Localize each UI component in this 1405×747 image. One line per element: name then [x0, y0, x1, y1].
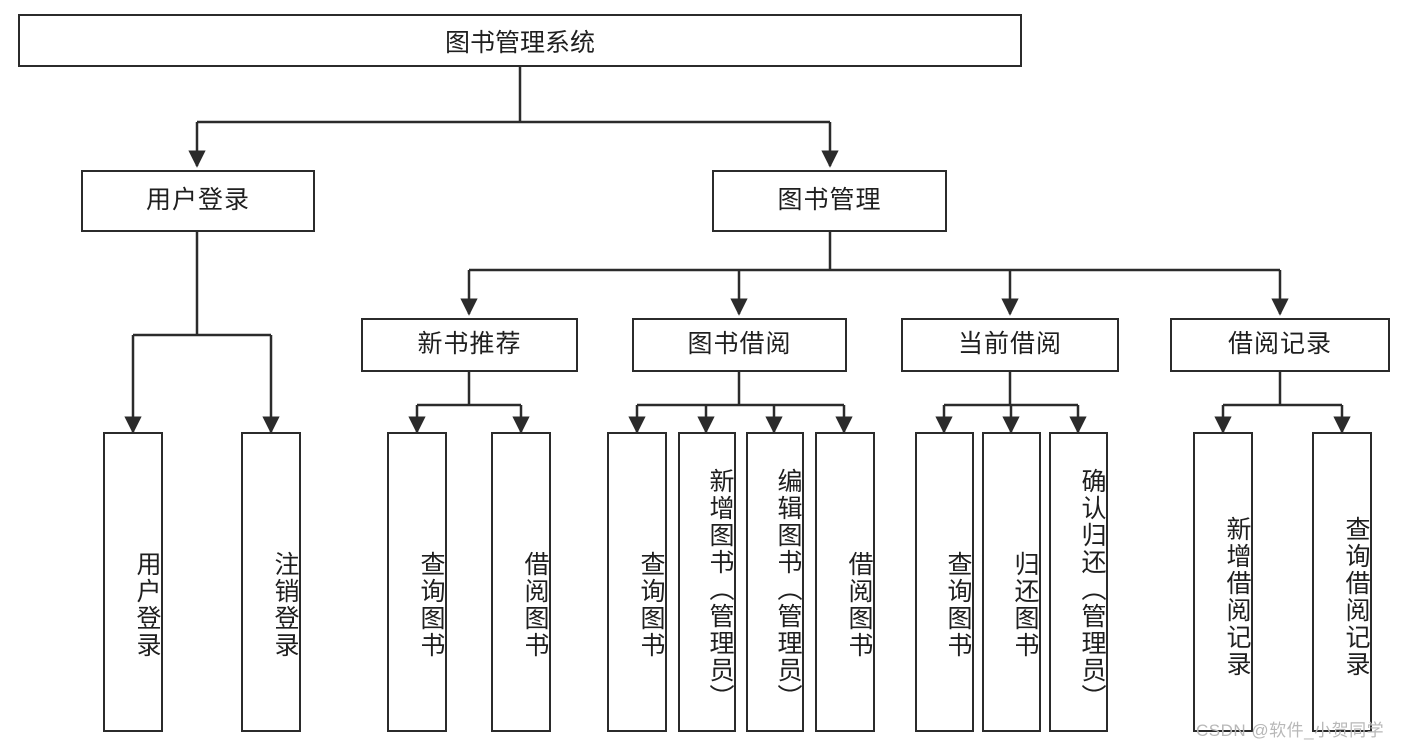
node-label: 图书借阅: [687, 330, 792, 359]
node-label: 借阅图书: [845, 551, 873, 659]
node-label: 查询借阅记录: [1342, 516, 1370, 678]
node-label: 图书管理系统: [444, 28, 595, 57]
node-new-book-recommend[interactable]: 新书推荐: [361, 318, 578, 372]
leaf-borrow-edit-book-admin[interactable]: 编辑图书（管理员）: [746, 432, 804, 732]
leaf-new-book-query-book[interactable]: 查询图书: [387, 432, 447, 732]
leaf-borrow-borrow-book[interactable]: 借阅图书: [815, 432, 875, 732]
leaf-current-query-book[interactable]: 查询图书: [915, 432, 974, 732]
watermark-text: CSDN @软件_小贺同学: [1196, 721, 1385, 740]
node-label: 新增借阅记录: [1223, 516, 1251, 678]
node-label: 注销登录: [271, 551, 299, 659]
node-label: 借阅图书: [521, 551, 549, 659]
leaf-user-login-sign-in[interactable]: 用户登录: [103, 432, 163, 732]
node-label: 用户登录: [133, 551, 161, 659]
node-user-login[interactable]: 用户登录: [81, 170, 315, 232]
node-label: 图书管理: [777, 186, 882, 215]
node-book-borrow[interactable]: 图书借阅: [632, 318, 847, 372]
leaf-borrow-add-book-admin[interactable]: 新增图书（管理员）: [678, 432, 736, 732]
leaf-new-book-borrow-book[interactable]: 借阅图书: [491, 432, 551, 732]
node-label: 确认归还（管理员）: [1078, 467, 1106, 711]
leaf-borrow-query-book[interactable]: 查询图书: [607, 432, 667, 732]
leaf-current-return-book[interactable]: 归还图书: [982, 432, 1041, 732]
leaf-current-confirm-return-admin[interactable]: 确认归还（管理员）: [1049, 432, 1108, 732]
leaf-record-query-borrow-record[interactable]: 查询借阅记录: [1312, 432, 1372, 732]
node-label: 新书推荐: [417, 330, 522, 359]
node-current-borrow[interactable]: 当前借阅: [901, 318, 1119, 372]
leaf-record-add-borrow-record[interactable]: 新增借阅记录: [1193, 432, 1253, 732]
node-label: 查询图书: [944, 551, 972, 659]
node-root-book-management-system[interactable]: 图书管理系统: [18, 14, 1022, 67]
node-borrow-record[interactable]: 借阅记录: [1170, 318, 1390, 372]
node-label: 借阅记录: [1227, 330, 1332, 359]
node-label: 当前借阅: [957, 330, 1062, 359]
node-book-management[interactable]: 图书管理: [712, 170, 947, 232]
node-label: 新增图书（管理员）: [706, 467, 734, 711]
node-label: 归还图书: [1011, 551, 1039, 659]
node-label: 查询图书: [417, 551, 445, 659]
node-label: 用户登录: [145, 186, 250, 215]
node-label: 查询图书: [637, 551, 665, 659]
node-label: 编辑图书（管理员）: [774, 467, 802, 711]
leaf-user-login-sign-out[interactable]: 注销登录: [241, 432, 301, 732]
csdn-watermark: CSDN @软件_小贺同学: [1196, 716, 1384, 741]
